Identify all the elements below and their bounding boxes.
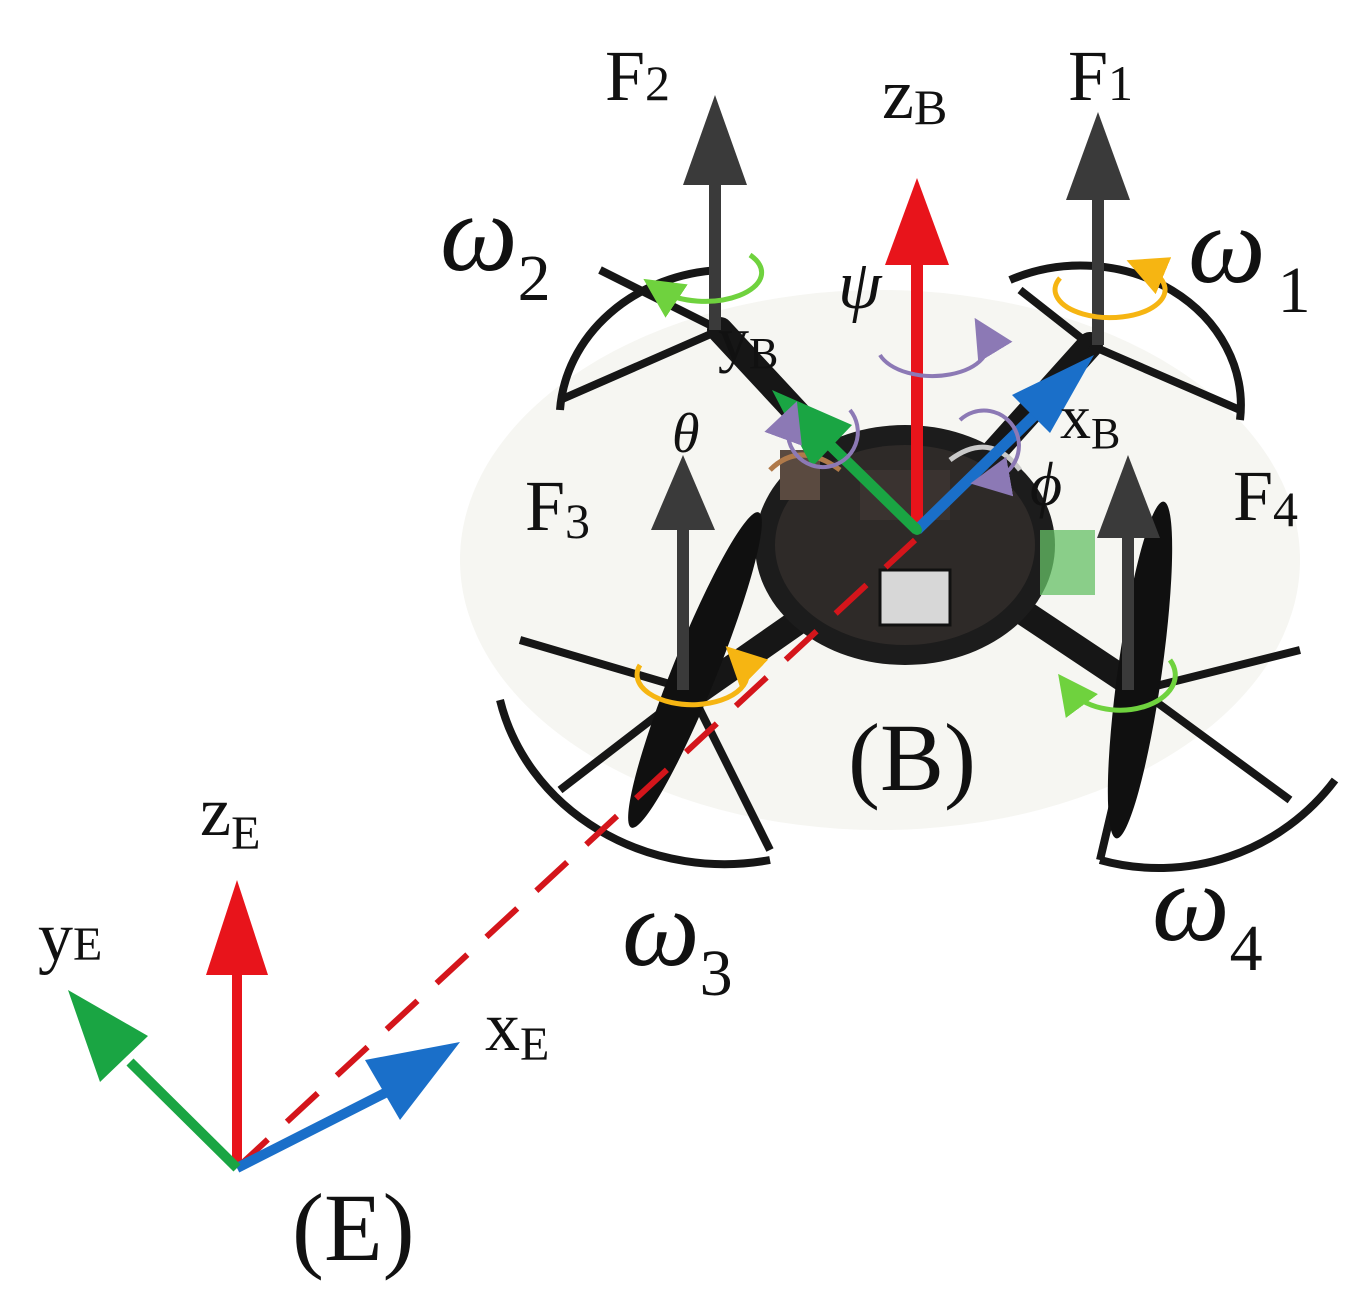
- label-body-frame: (B): [848, 704, 976, 811]
- position-vector: [234, 537, 918, 1171]
- yaw-arc: [878, 317, 1013, 379]
- label-y-body: yB: [718, 306, 778, 378]
- earth-y-axis: [68, 990, 241, 1172]
- spin-arrow-rotor-1: [1052, 257, 1172, 321]
- label-f4: F4: [1233, 456, 1298, 537]
- label-z-body: zB: [882, 54, 947, 135]
- thrust-arrow-f1: [1066, 112, 1130, 345]
- spin-arrow-rotor-2: [643, 252, 765, 318]
- thrust-arrow-f4: [1097, 455, 1160, 690]
- earth-x-axis: [234, 1042, 460, 1173]
- label-pitch: θ: [672, 403, 700, 465]
- label-earth-frame: (E): [292, 1174, 415, 1281]
- body-z-axis: [885, 178, 949, 530]
- label-f2: F2: [605, 36, 670, 116]
- spin-arrow-rotor-4: [1058, 658, 1178, 718]
- earth-frame-axes: [68, 880, 460, 1173]
- label-z-earth: zE: [200, 774, 260, 860]
- label-x-earth: xE: [485, 989, 549, 1071]
- pitch-arc: [764, 401, 860, 470]
- euler-angle-arcs: [764, 317, 1021, 497]
- rotor-spin-arrows: [634, 252, 1178, 718]
- label-f1: F1: [1068, 36, 1133, 116]
- label-omega-4: ω4: [1152, 842, 1263, 985]
- label-yaw: ψ: [838, 247, 883, 324]
- label-y-earth: yE: [38, 899, 102, 976]
- label-f3: F3: [525, 466, 590, 549]
- label-omega-2: ω2: [440, 172, 551, 315]
- thrust-arrows: [651, 95, 1160, 690]
- thrust-arrow-f3: [651, 455, 715, 690]
- propeller-blades: [628, 501, 1173, 839]
- spin-arrow-rotor-3: [634, 646, 769, 708]
- label-x-body: xB: [1060, 384, 1120, 458]
- earth-z-axis: [206, 880, 268, 1168]
- quadrotor-airframe: [460, 261, 1339, 873]
- roll-arc: [958, 408, 1021, 497]
- label-omega-3: ω3: [622, 867, 733, 1010]
- label-roll: ϕ: [1030, 451, 1062, 519]
- thrust-arrow-f2: [683, 95, 747, 330]
